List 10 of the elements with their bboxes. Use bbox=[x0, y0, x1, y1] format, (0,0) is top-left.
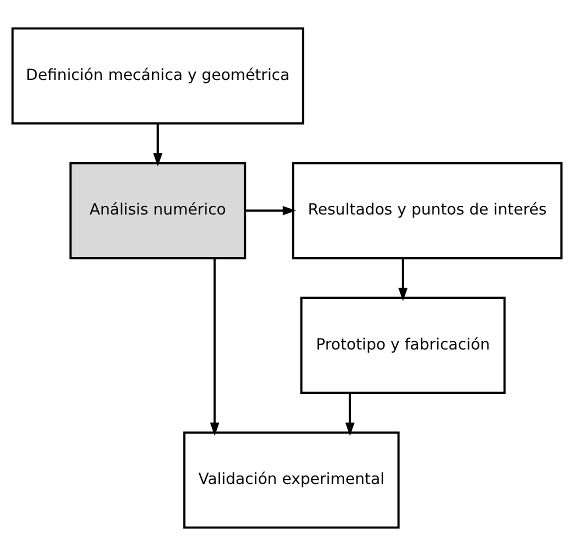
node-box: Definición mecánica y geométrica bbox=[11, 27, 304, 124]
arrow bbox=[345, 392, 355, 436]
node-box: Análisis numérico bbox=[69, 162, 246, 260]
node-box: Resultados y puntos de interés bbox=[292, 162, 563, 260]
arrow bbox=[245, 206, 296, 216]
arrow bbox=[210, 258, 220, 436]
arrow bbox=[398, 258, 408, 302]
node-box: Validación experimental bbox=[183, 432, 400, 529]
arrow bbox=[153, 123, 162, 166]
node-box: Prototipo y fabricación bbox=[300, 296, 506, 394]
